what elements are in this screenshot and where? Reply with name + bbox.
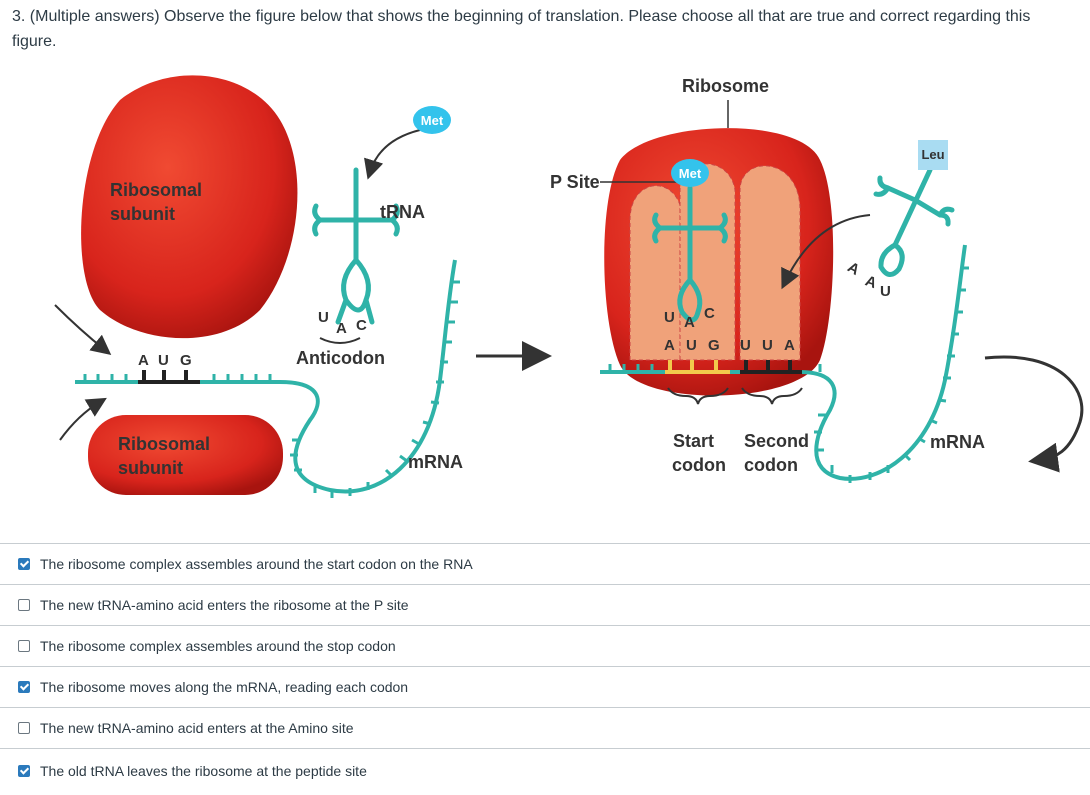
left-codon-base-1: A	[138, 352, 149, 369]
left-anticodon-base-3: C	[356, 317, 367, 334]
question-text: 3. (Multiple answers) Observe the figure…	[12, 8, 1031, 50]
right-mrna-label: mRNA	[930, 432, 985, 452]
right-met-bead	[671, 159, 709, 187]
answer-label-2: The new tRNA-amino acid enters the ribos…	[40, 597, 409, 613]
left-met-label: Met	[421, 113, 444, 128]
p-site-label: P Site	[550, 172, 600, 192]
ribosome-label: Ribosome	[682, 76, 769, 96]
answer-label-3: The ribosome complex assembles around th…	[40, 638, 396, 654]
left-mrna	[75, 259, 460, 498]
p-site-trna	[652, 185, 728, 323]
start-codon-label-1: Start	[673, 431, 714, 451]
start-codon-brace	[667, 387, 729, 405]
small-subunit-label-2: subunit	[118, 458, 183, 478]
second-codon-label-2: codon	[744, 455, 798, 475]
left-codon-base-2: U	[158, 352, 169, 369]
right-anticodon-base-2: A	[684, 314, 695, 331]
right-start-codon-marks	[665, 360, 730, 374]
arrow-to-mrna-bottom	[59, 397, 107, 441]
right-codon1-base-1: A	[664, 337, 675, 354]
incoming-trna	[873, 167, 955, 277]
right-codon1-base-2: U	[686, 337, 697, 354]
answer-option-6[interactable]: The old tRNA leaves the ribosome at the …	[0, 748, 1090, 792]
answer-label-1: The ribosome complex assembles around th…	[40, 556, 473, 572]
right-anticodon-base-3: C	[704, 305, 715, 322]
right-mrna	[600, 244, 969, 483]
answer-checkbox-4[interactable]	[18, 681, 30, 693]
left-trna-label: tRNA	[380, 202, 425, 222]
answer-option-4[interactable]: The ribosome moves along the mRNA, readi…	[0, 666, 1090, 707]
met-arrow	[364, 129, 421, 180]
translation-figure: Ribosomal subunit Ribosomal subunit A U …	[54, 75, 1084, 498]
answer-checkbox-5[interactable]	[18, 722, 30, 734]
anticodon-brace	[319, 337, 361, 344]
answer-checkbox-1[interactable]	[18, 558, 30, 570]
ribosome-sites	[629, 163, 801, 361]
small-subunit-label-1: Ribosomal	[118, 434, 210, 454]
answer-checkbox-3[interactable]	[18, 640, 30, 652]
left-mrna-label: mRNA	[408, 452, 463, 472]
right-codon2-base-3: A	[784, 337, 795, 354]
leu-box	[918, 140, 948, 170]
large-ribosomal-subunit	[81, 75, 298, 339]
right-anticodon-base-1: U	[664, 309, 675, 326]
anticodon-label: Anticodon	[296, 348, 385, 368]
right-codon2-base-2: U	[762, 337, 773, 354]
leu-label: Leu	[921, 147, 944, 162]
answer-option-3[interactable]: The ribosome complex assembles around th…	[0, 625, 1090, 666]
left-trna	[312, 167, 400, 325]
answer-label-4: The ribosome moves along the mRNA, readi…	[40, 679, 409, 695]
incoming-base-1: A	[845, 259, 863, 279]
answer-option-1[interactable]: The ribosome complex assembles around th…	[0, 543, 1090, 584]
incoming-base-3: U	[880, 283, 891, 300]
answer-checkbox-6[interactable]	[18, 764, 30, 777]
answer-option-5[interactable]: The new tRNA-amino acid enters at the Am…	[0, 707, 1090, 748]
second-codon-label-1: Second	[744, 431, 809, 451]
incoming-trna-arrow	[781, 214, 871, 290]
right-met-label: Met	[679, 166, 702, 181]
return-arrow	[984, 355, 1084, 473]
start-codon-label-2: codon	[672, 455, 726, 475]
second-codon-brace	[741, 387, 803, 405]
left-anticodon-base-1: U	[318, 309, 329, 326]
right-codon2-base-1: U	[740, 337, 751, 354]
answer-list: The ribosome complex assembles around th…	[0, 543, 1090, 792]
right-second-codon-marks	[740, 360, 802, 374]
incoming-base-2: A	[863, 272, 879, 292]
right-codon1-base-3: G	[708, 337, 720, 354]
left-anticodon-base-2: A	[336, 320, 347, 337]
left-codon-base-3: G	[180, 352, 192, 369]
answer-label-5: The new tRNA-amino acid enters at the Am…	[40, 720, 354, 736]
answer-label-6: The old tRNA leaves the ribosome at the …	[40, 762, 367, 779]
large-subunit-label-2: subunit	[110, 204, 175, 224]
answer-checkbox-2[interactable]	[18, 599, 30, 611]
small-ribosomal-subunit	[88, 415, 283, 495]
left-start-codon-marks	[138, 370, 200, 384]
arrow-to-mrna-top	[54, 304, 112, 355]
left-met-bead	[413, 106, 451, 134]
large-subunit-label-1: Ribosomal	[110, 180, 202, 200]
answer-option-2[interactable]: The new tRNA-amino acid enters the ribos…	[0, 584, 1090, 625]
